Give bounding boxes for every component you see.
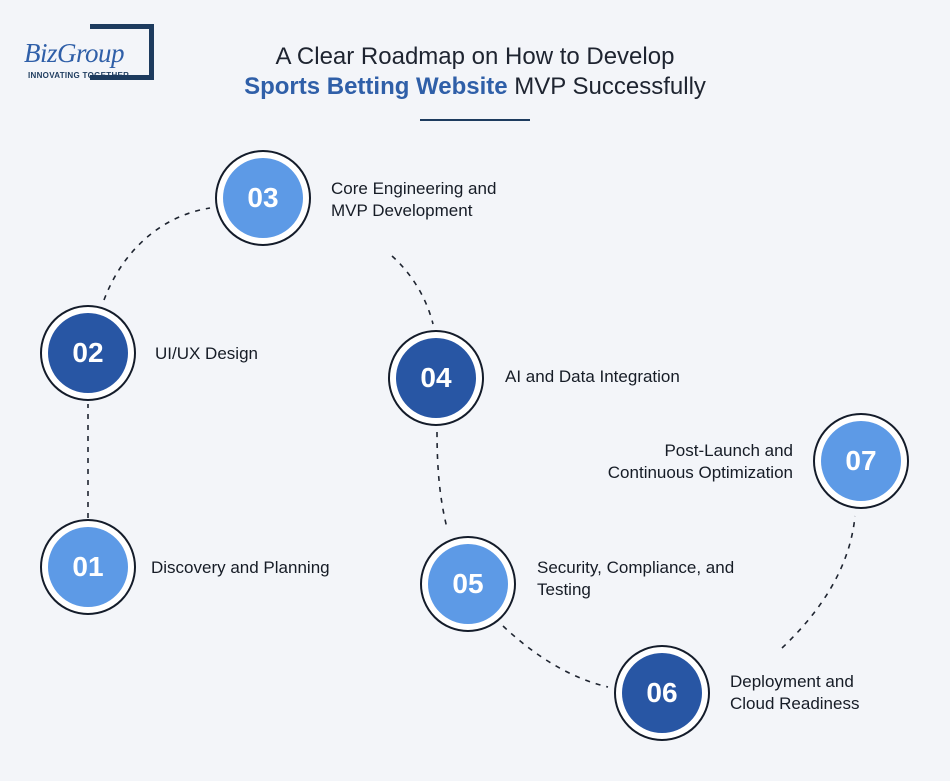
connector-02-03 bbox=[103, 207, 211, 301]
step-node-01: 01 bbox=[40, 519, 136, 615]
step-label-06-line-1: Deployment and bbox=[730, 672, 854, 691]
step-number-01: 01 bbox=[48, 527, 128, 607]
step-label-04: AI and Data Integration bbox=[505, 366, 680, 388]
title-highlight: Sports Betting Website bbox=[244, 73, 508, 100]
step-number-05: 05 bbox=[428, 544, 508, 624]
connector-06-07 bbox=[781, 515, 856, 649]
step-node-06: 06 bbox=[614, 645, 710, 741]
step-number-06: 06 bbox=[622, 653, 702, 733]
step-label-07: Post-Launch and Continuous Optimization bbox=[608, 440, 793, 484]
step-label-05-line-2: Testing bbox=[537, 580, 591, 599]
step-label-06: Deployment and Cloud Readiness bbox=[730, 671, 859, 715]
connector-04-05 bbox=[436, 431, 448, 529]
title-line-2: Sports Betting Website MVP Successfully bbox=[0, 72, 950, 102]
step-node-02: 02 bbox=[40, 305, 136, 401]
title-line-1: A Clear Roadmap on How to Develop bbox=[275, 43, 675, 70]
logo-frame bbox=[90, 24, 154, 80]
step-label-04-line-1: AI and Data Integration bbox=[505, 367, 680, 386]
step-number-04: 04 bbox=[396, 338, 476, 418]
step-node-04: 04 bbox=[388, 330, 484, 426]
step-label-07-line-2: Continuous Optimization bbox=[607, 463, 793, 482]
step-number-07: 07 bbox=[821, 421, 901, 501]
step-label-05: Security, Compliance, and Testing bbox=[537, 557, 734, 601]
step-label-03-line-1: Core Engineering and bbox=[331, 179, 497, 198]
step-label-02-line-1: UI/UX Design bbox=[155, 344, 258, 363]
step-node-05: 05 bbox=[420, 536, 516, 632]
bizgroup-logo: BizGroup INNOVATING TOGETHER bbox=[22, 24, 158, 82]
step-label-06-line-2: Cloud Readiness bbox=[730, 694, 860, 713]
title-line-2-rest: MVP Successfully bbox=[507, 73, 706, 100]
step-label-07-line-1: Post-Launch and bbox=[664, 441, 793, 460]
connector-03-04 bbox=[391, 255, 434, 325]
step-label-03-line-2: MVP Development bbox=[331, 201, 473, 220]
step-node-07: 07 bbox=[813, 413, 909, 509]
logo-wordmark: BizGroup bbox=[24, 38, 125, 68]
step-label-05-line-1: Security, Compliance, and bbox=[537, 558, 735, 577]
step-number-03: 03 bbox=[223, 158, 303, 238]
step-node-03: 03 bbox=[215, 150, 311, 246]
title-underline bbox=[420, 119, 530, 121]
step-label-02: UI/UX Design bbox=[155, 343, 258, 365]
connector-05-06 bbox=[502, 625, 609, 688]
logo-tagline: INNOVATING TOGETHER bbox=[28, 71, 130, 80]
step-label-03: Core Engineering and MVP Development bbox=[331, 178, 496, 222]
step-number-02: 02 bbox=[48, 313, 128, 393]
step-label-01-line-1: Discovery and Planning bbox=[151, 558, 330, 577]
step-label-01: Discovery and Planning bbox=[151, 557, 330, 579]
